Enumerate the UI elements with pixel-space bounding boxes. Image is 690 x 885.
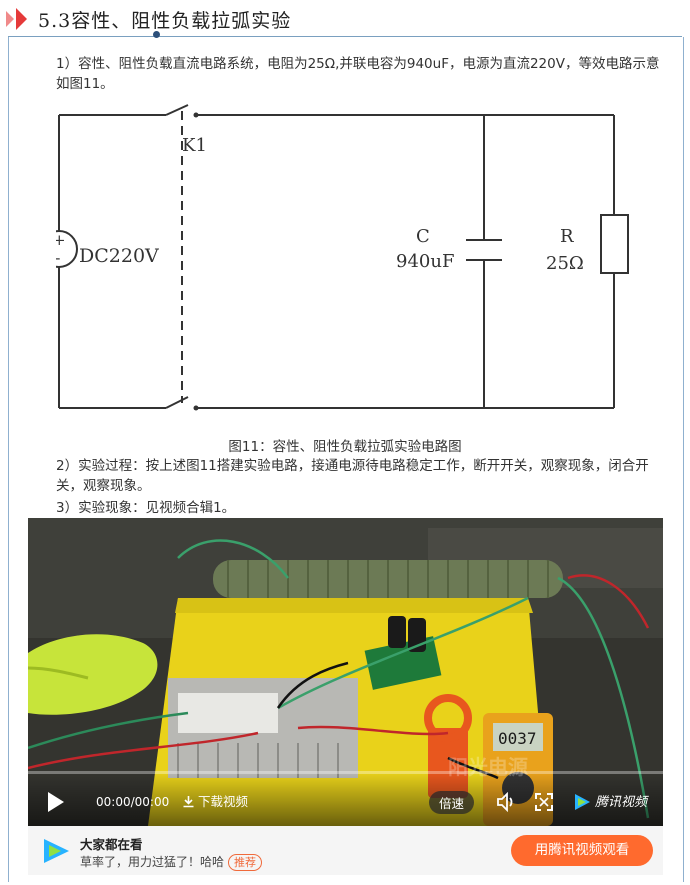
source-symbol (56, 230, 78, 268)
section-header: 5.3容性、阻性负载拉弧实验 (0, 0, 690, 38)
paragraph-2: 2）实验过程：按上述图11搭建实验电路，接通电源待电路稳定工作，断开开关，观察现… (56, 458, 649, 494)
circuit-diagram: K1 + - DC220V C 940uF R 25Ω (56, 104, 629, 411)
recommend-subtitle[interactable]: 草率了，用力过猛了！哈哈推荐 (80, 853, 263, 871)
video-time: 00:00/00:00 (96, 795, 170, 809)
fullscreen-icon[interactable] (534, 792, 554, 812)
download-label: 下载视频 (198, 794, 249, 809)
meter-reading: 0037 (498, 729, 537, 748)
switch-blade-bottom (165, 396, 189, 409)
switch-blade-top (165, 104, 189, 116)
video-frame-image: 0037 阳光电源 (28, 518, 663, 826)
recommend-subtitle-text: 草率了，用力过猛了！哈哈 (80, 855, 225, 869)
header-dot (153, 31, 160, 38)
section-title: 5.3容性、阻性负载拉弧实验 (38, 10, 292, 32)
paragraph-1: 1）容性、阻性负载直流电路系统，电阻为25Ω,并联电容为940uF，电源为直流2… (56, 56, 660, 92)
res-label: R (560, 226, 574, 247)
header-divider (8, 36, 682, 37)
video-player[interactable]: 0037 阳光电源 00:00/00:00 下载视频 倍速 (28, 518, 663, 826)
play-icon[interactable] (48, 792, 64, 812)
recommend-bar: 大家都在看 草率了，用力过猛了！哈哈推荐 用腾讯视频观看 (28, 826, 663, 875)
capacitor-left (388, 616, 406, 648)
double-arrow-icon (6, 8, 27, 30)
source-plus: + (56, 231, 66, 249)
res-value: 25Ω (546, 253, 584, 274)
switch-contact-bottom (193, 405, 199, 411)
recommend-title: 大家都在看 (80, 837, 143, 852)
cap-label: C (416, 226, 430, 247)
download-video-button[interactable]: 下载视频 (182, 791, 248, 810)
open-in-tencent-video-button[interactable]: 用腾讯视频观看 (511, 835, 653, 866)
source-minus: - (56, 248, 60, 267)
glove (28, 634, 158, 715)
cap-value: 940uF (396, 251, 454, 272)
tencent-video-logo-icon (575, 794, 590, 810)
download-icon (183, 796, 194, 808)
tencent-video-brand[interactable]: 腾讯视频 (572, 791, 647, 813)
paragraph-3: 3）实验现象：见视频合辑1。 (56, 500, 236, 516)
source-label: DC220V (79, 245, 159, 267)
recommend-tag: 推荐 (228, 854, 263, 871)
brand-label: 腾讯视频 (595, 794, 648, 810)
tencent-video-logo-icon (44, 839, 69, 863)
figure-caption: 图11：容性、阻性负载拉弧实验电路图 (228, 439, 462, 455)
content-frame (8, 37, 684, 882)
video-controls (28, 772, 663, 826)
switch-contact-top (193, 112, 199, 118)
speed-button[interactable]: 倍速 (429, 791, 475, 814)
volume-icon[interactable] (496, 792, 518, 812)
video-progress-bar[interactable] (28, 771, 663, 774)
switch-label: K1 (182, 135, 207, 156)
terminal-block (178, 693, 278, 733)
resistor-symbol (600, 214, 629, 274)
